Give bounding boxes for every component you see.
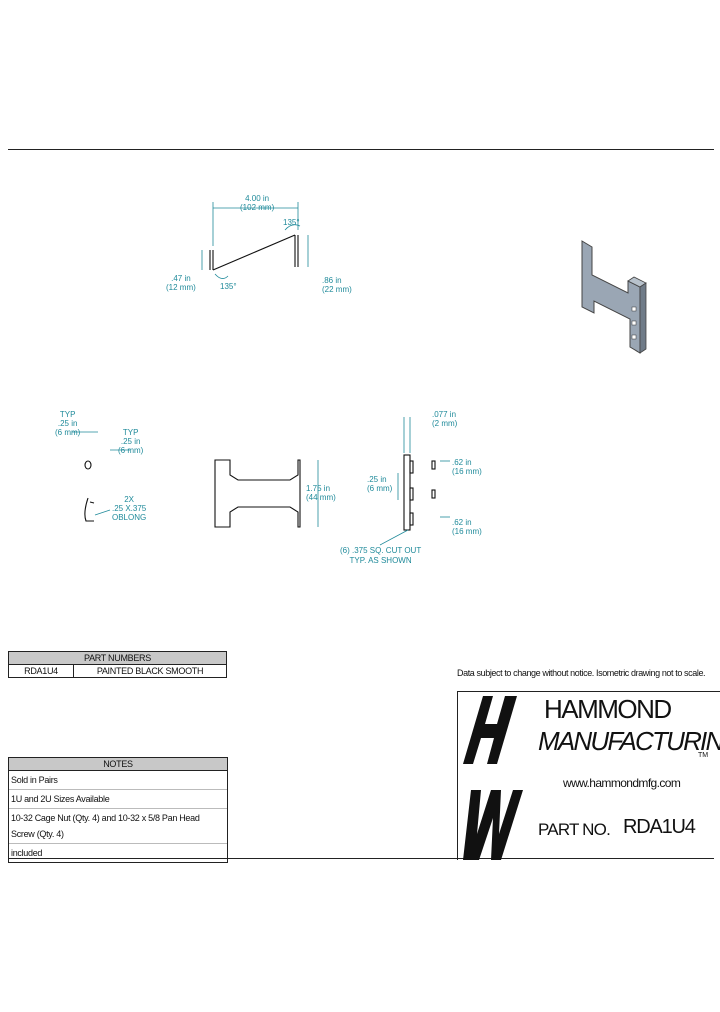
part-numbers-table: PART NUMBERS RDA1U4 PAINTED BLACK SMOOTH — [8, 651, 227, 678]
finish-cell: PAINTED BLACK SMOOTH — [73, 664, 227, 678]
front-view-height-dim: 1.75 in (44 mm) — [306, 484, 336, 502]
side-view-top-offset: .62 in (16 mm) — [452, 458, 482, 476]
notes-box: NOTES Sold in Pairs 1U and 2U Sizes Avai… — [8, 757, 228, 863]
note-line: Sold in Pairs — [9, 771, 227, 790]
isometric-view — [581, 240, 647, 354]
company-name-line1: HAMMOND — [544, 694, 672, 724]
note-line: 1U and 2U Sizes Available — [9, 790, 227, 809]
side-view-square-holes: (6) .375 SQ. CUT OUT TYP. AS SHOWN — [340, 546, 422, 565]
top-view-height-right: .86 in (22 mm) — [322, 276, 352, 294]
company-url[interactable]: www.hammondmfg.com — [563, 776, 681, 790]
front-view-drawing — [214, 459, 319, 528]
part-numbers-header: PART NUMBERS — [8, 651, 227, 665]
top-view-drawing — [201, 202, 309, 279]
note-line: included — [11, 848, 43, 858]
side-view-drawing — [379, 417, 450, 546]
hole-detail-typ-right: TYP .25 in (6 mm) — [118, 428, 144, 455]
bottom-rule — [8, 858, 714, 859]
side-view-pitch: .25 in (6 mm) — [367, 475, 393, 493]
top-view-width-dim: 4.00 in (102 mm) — [240, 194, 275, 212]
title-block: HAMMOND MANUFACTURING TM www.hammondmfg.… — [457, 691, 720, 860]
top-view-angle-bottom: 135° — [220, 282, 237, 291]
company-name-line2: MANUFACTURING — [538, 726, 720, 756]
hammond-logo — [463, 696, 523, 860]
hole-detail-spec: 2X .25 X.375 OBLONG — [112, 495, 147, 522]
note-line: 10-32 Cage Nut (Qty. 4) and 10-32 x 5/8 … — [9, 809, 227, 844]
trademark-mark: TM — [698, 752, 709, 759]
top-rule — [8, 149, 714, 150]
notes-header: NOTES — [9, 758, 227, 771]
top-view-angle-top: 135° — [283, 218, 300, 227]
part-number-cell: RDA1U4 — [8, 664, 74, 678]
part-number-value: RDA1U4 — [623, 816, 696, 838]
disclaimer-text: Data subject to change without notice. I… — [457, 668, 706, 678]
hole-detail-drawing — [72, 431, 130, 522]
part-number-label: PART NO. — [538, 820, 611, 839]
table-row: RDA1U4 PAINTED BLACK SMOOTH — [8, 664, 227, 678]
side-view-thickness-dim: .077 in (2 mm) — [432, 410, 458, 428]
hole-detail-typ-left: TYP .25 in (6 mm) — [55, 410, 81, 437]
side-view-bottom-offset: .62 in (16 mm) — [452, 518, 482, 536]
top-view-height-left: .47 in (12 mm) — [166, 274, 196, 292]
